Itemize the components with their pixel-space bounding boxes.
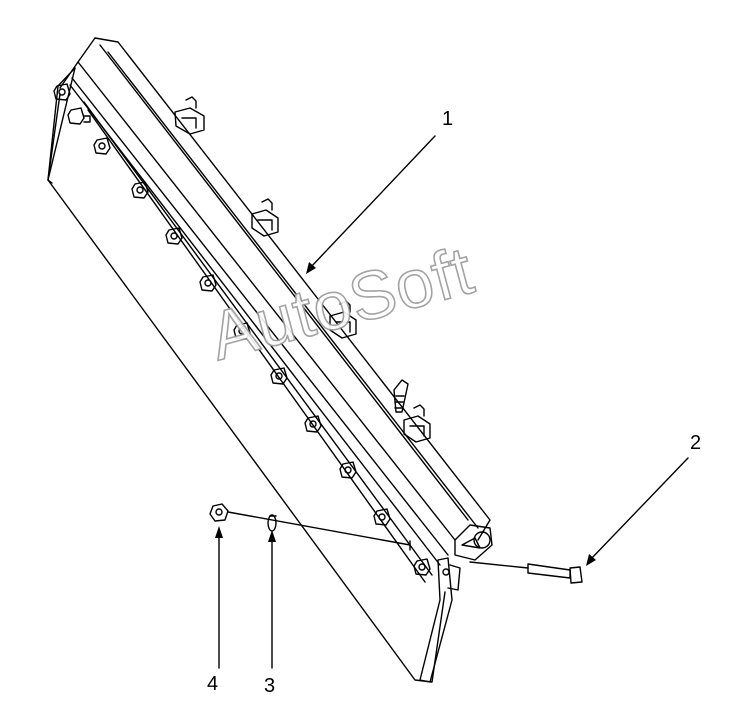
end-bracket (419, 557, 461, 683)
callout-2: 2 (690, 432, 702, 454)
top-clamp-4 (403, 404, 431, 443)
callout-1: 1 (442, 108, 454, 130)
blade-panel (47, 67, 446, 683)
leader-lines (47, 93, 689, 669)
arrowheads (215, 262, 596, 566)
bolt-2 (469, 561, 583, 584)
rail-assembly (59, 37, 493, 583)
callout-4: 4 (207, 673, 219, 695)
washer-3 (267, 514, 277, 532)
blade-nut-row (53, 83, 431, 576)
nut-4 (209, 503, 229, 522)
callout-3: 3 (264, 675, 276, 697)
top-clamp-1 (174, 96, 205, 135)
assembly-centerline (227, 511, 411, 546)
top-clamp-3 (329, 300, 357, 339)
top-clamp-2 (251, 198, 279, 237)
fitting (393, 379, 409, 413)
